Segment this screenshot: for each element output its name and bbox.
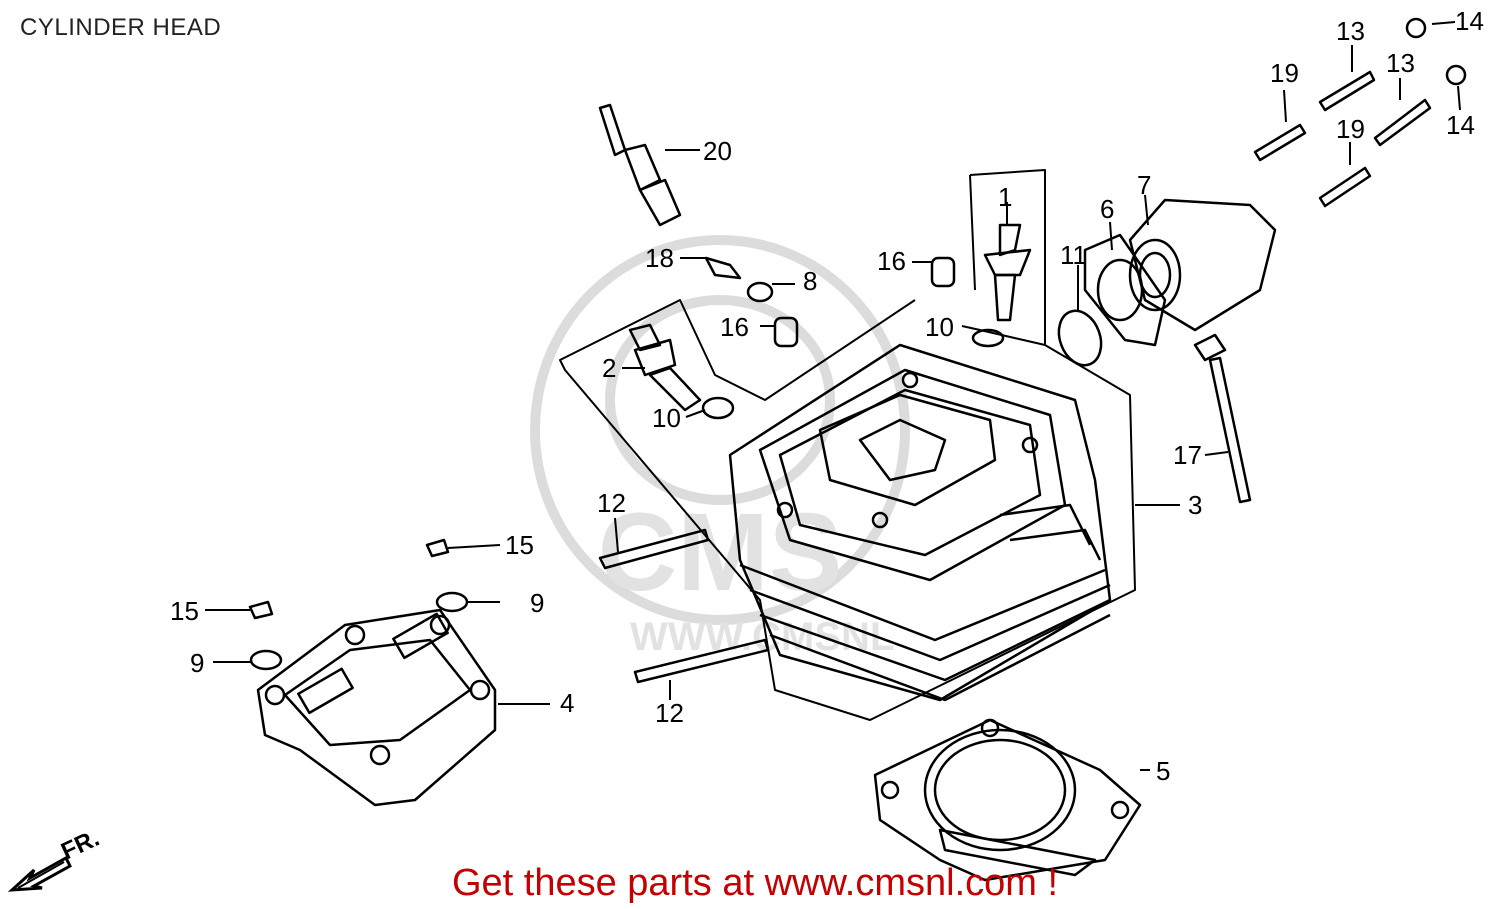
washer-8	[746, 281, 774, 303]
get-parts-link[interactable]: Get these parts at www.cmsnl.com !	[451, 862, 1059, 904]
nut-15b	[248, 600, 274, 620]
callout-15a: 15	[505, 530, 534, 560]
head-group-outline	[559, 299, 1136, 721]
valve-guide-2	[628, 323, 702, 412]
callout-17: 17	[1173, 440, 1202, 470]
dowel-pin	[930, 256, 956, 288]
callout-2: 2	[602, 353, 617, 383]
callout-7: 7	[1137, 170, 1152, 200]
callout-3: 3	[1188, 490, 1203, 520]
washer-9b	[249, 649, 283, 671]
callout-19b: 19	[1336, 114, 1365, 144]
callout-12b: 12	[655, 698, 684, 728]
cylinder-head-gasket	[873, 718, 1142, 882]
stud-bolt-2	[633, 638, 770, 684]
front-direction-arrow-icon: FR.	[7, 825, 104, 892]
bolt-19a	[1253, 123, 1307, 162]
callout-13a: 13	[1336, 16, 1365, 46]
callout-16a: 16	[877, 246, 906, 276]
intake-pipe	[1128, 198, 1277, 332]
callout-12a: 12	[597, 488, 626, 518]
callout-6: 6	[1100, 194, 1115, 224]
page-title: CYLINDER HEAD	[20, 14, 222, 41]
bolt-17	[1193, 333, 1252, 504]
callout-9b: 9	[190, 648, 205, 678]
spark-plug	[598, 103, 682, 227]
intake-insulator	[1083, 233, 1167, 347]
callout-16b: 16	[720, 312, 749, 342]
callout-14a: 14	[1455, 6, 1484, 36]
callout-8: 8	[803, 266, 818, 296]
callout-14b: 14	[1446, 110, 1475, 140]
callout-1: 1	[998, 182, 1013, 212]
bolt-18	[704, 256, 742, 280]
callout-4: 4	[560, 688, 575, 718]
stud-13a	[1318, 70, 1376, 112]
bolt-19b	[1318, 166, 1372, 208]
callout-11: 11	[1060, 240, 1087, 270]
callout-5: 5	[1156, 756, 1171, 786]
cylinder-head	[728, 343, 1112, 702]
callout-15b: 15	[170, 596, 199, 626]
callout-10a: 10	[652, 403, 681, 433]
valve-group-box	[969, 169, 1046, 345]
o-ring-10b	[971, 328, 1005, 348]
valve-guide	[983, 223, 1032, 322]
nut-14b	[1445, 64, 1467, 86]
washer-9a	[435, 591, 469, 613]
callout-18: 18	[645, 243, 674, 273]
dowel-pin-2	[773, 316, 799, 348]
callout-20: 20	[703, 136, 732, 166]
cylinder-head-cover	[256, 608, 497, 807]
callout-13b: 13	[1386, 48, 1415, 78]
o-ring	[1057, 309, 1103, 367]
callout-9a: 9	[530, 588, 545, 618]
o-ring-10a	[701, 396, 735, 420]
nut-15a	[425, 538, 450, 558]
stud-bolt	[598, 528, 710, 570]
cms-watermark-logo: CMS WWW.CMSNL	[530, 235, 910, 659]
callout-10b: 10	[925, 312, 954, 342]
nut-14a	[1405, 17, 1427, 39]
callout-19a: 19	[1270, 58, 1299, 88]
stud-13b	[1373, 98, 1432, 147]
